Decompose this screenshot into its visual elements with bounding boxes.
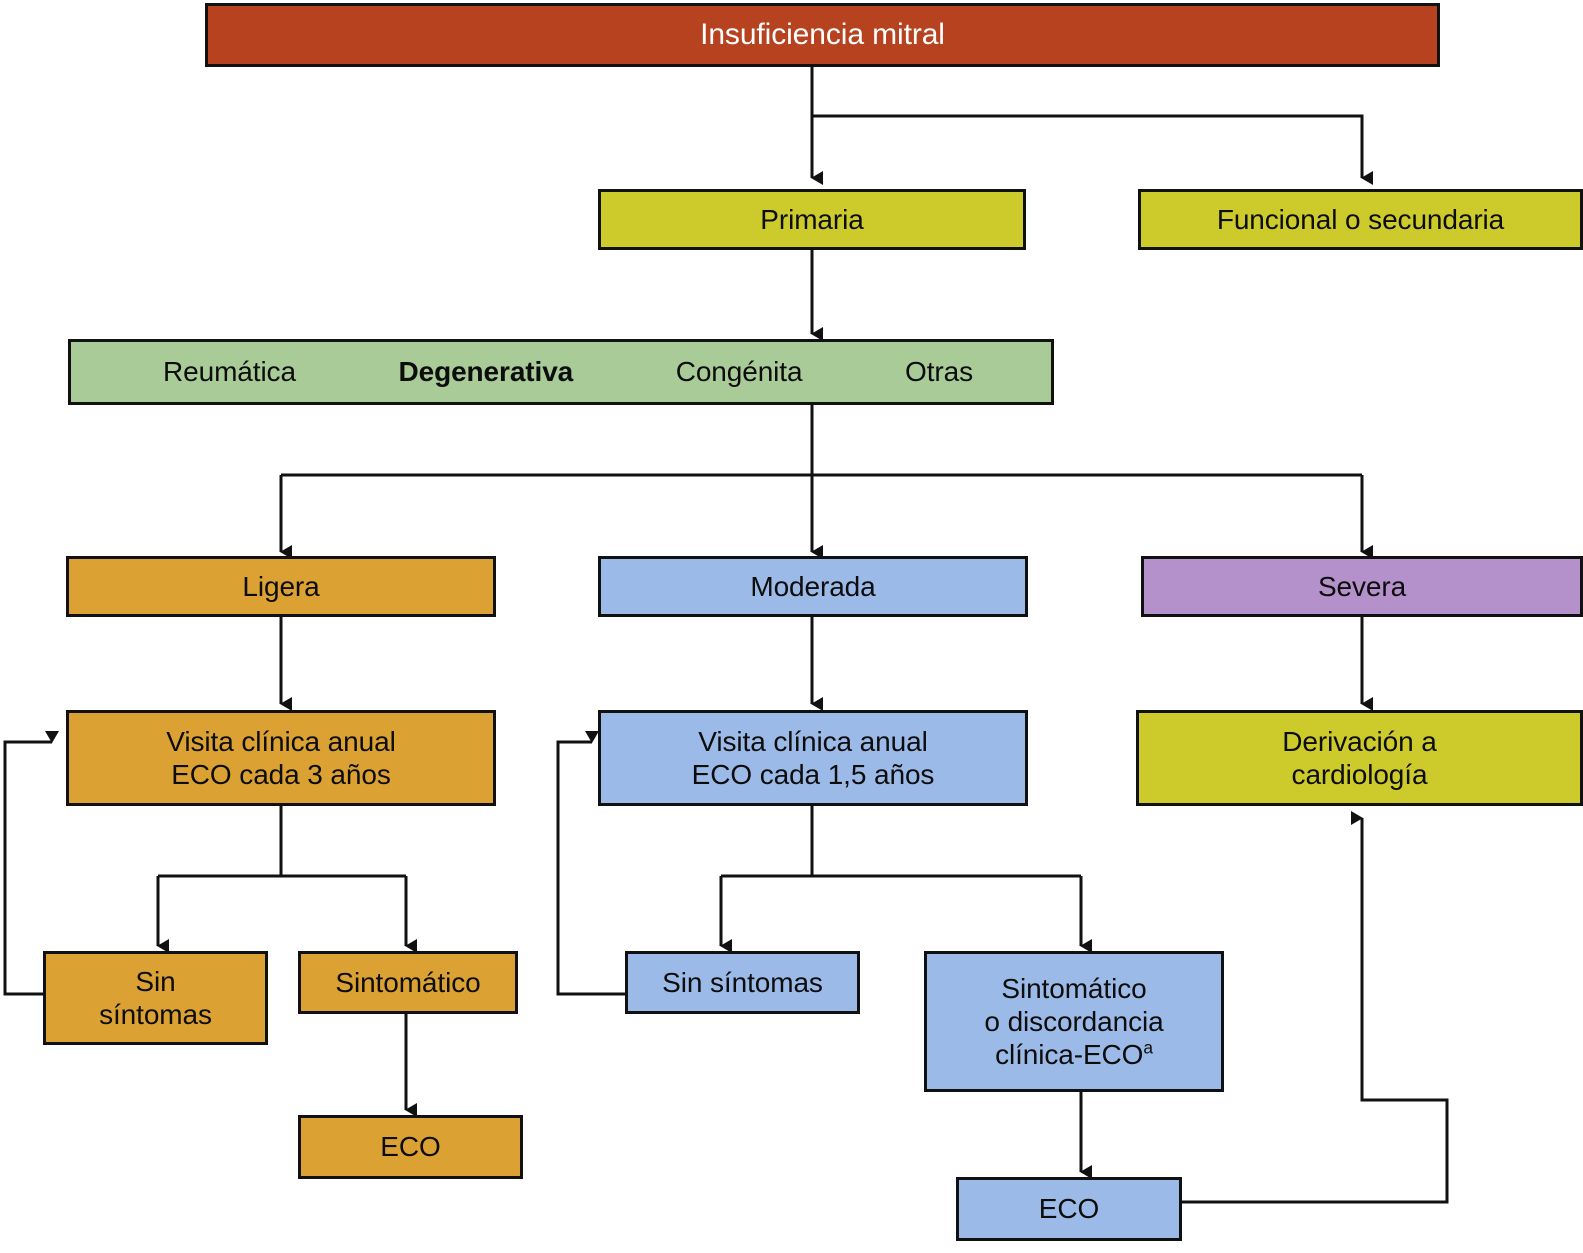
node-label-line1: Visita clínica anual — [698, 725, 928, 757]
node-ligera-sin-sintomas: Sin síntomas — [43, 951, 268, 1045]
node-moderada-sintomatico-discordancia: Sintomático o discordancia clínica-ECOa — [924, 951, 1224, 1092]
node-ligera-sintomatico: Sintomático — [298, 951, 518, 1014]
node-label: Sin síntomas — [46, 965, 265, 1031]
node-ligera-eco: ECO — [298, 1115, 523, 1179]
node-label-line1: Sin — [135, 965, 176, 997]
node-funcional-o-secundaria: Funcional o secundaria — [1138, 189, 1583, 250]
etiology-reumatica: Reumática — [163, 356, 296, 388]
node-ligera: Ligera — [66, 556, 496, 617]
etiology-list: Reumática Degenerativa Congénita Otras — [71, 355, 1051, 388]
node-label: Sin síntomas — [662, 966, 823, 998]
node-label-line1: Visita clínica anual — [166, 725, 396, 757]
node-derivacion-cardiologia: Derivación a cardiología — [1136, 710, 1583, 806]
node-severa: Severa — [1141, 556, 1583, 617]
node-label-line3: clínica-ECO — [995, 1039, 1144, 1071]
node-label-line2: síntomas — [99, 999, 212, 1030]
node-label: Funcional o secundaria — [1216, 203, 1505, 235]
node-label: Moderada — [750, 570, 876, 602]
node-label: Derivación a cardiología — [1139, 725, 1580, 791]
footnote-marker-a: a — [1143, 1037, 1153, 1058]
node-label: Sintomático — [335, 966, 481, 998]
node-seguimiento-moderada: Visita clínica anual ECO cada 1,5 años — [598, 710, 1028, 806]
etiology-degenerativa: Degenerativa — [398, 356, 574, 388]
etiology-congenita: Congénita — [675, 356, 803, 388]
node-insuficiencia-mitral: Insuficiencia mitral — [205, 3, 1440, 67]
node-label: Ligera — [242, 570, 320, 602]
node-label: Visita clínica anual ECO cada 3 años — [69, 725, 493, 791]
node-label: ECO — [380, 1131, 441, 1163]
node-label: Visita clínica anual ECO cada 1,5 años — [601, 725, 1025, 791]
node-label-line2: ECO cada 3 años — [171, 759, 391, 790]
node-label: Primaria — [760, 203, 864, 235]
node-label: Insuficiencia mitral — [700, 18, 945, 52]
node-label-line2: o discordancia — [984, 1005, 1164, 1037]
node-etiologias: Reumática Degenerativa Congénita Otras — [68, 339, 1054, 405]
node-label-line2: cardiología — [1291, 759, 1428, 790]
node-moderada: Moderada — [598, 556, 1028, 617]
node-label-line1: Derivación a — [1282, 725, 1437, 757]
etiology-otras: Otras — [905, 356, 973, 388]
node-label: Severa — [1317, 570, 1407, 602]
node-moderada-sin-sintomas: Sin síntomas — [625, 951, 860, 1014]
node-moderada-eco: ECO — [956, 1177, 1182, 1241]
node-label: ECO — [1038, 1193, 1100, 1225]
node-label-line2: ECO cada 1,5 años — [691, 759, 935, 790]
node-primaria: Primaria — [598, 189, 1026, 250]
node-label-line1: Sintomático — [1001, 972, 1147, 1004]
node-seguimiento-ligera: Visita clínica anual ECO cada 3 años — [66, 710, 496, 806]
node-label: Sintomático o discordancia clínica-ECOa — [927, 972, 1221, 1071]
